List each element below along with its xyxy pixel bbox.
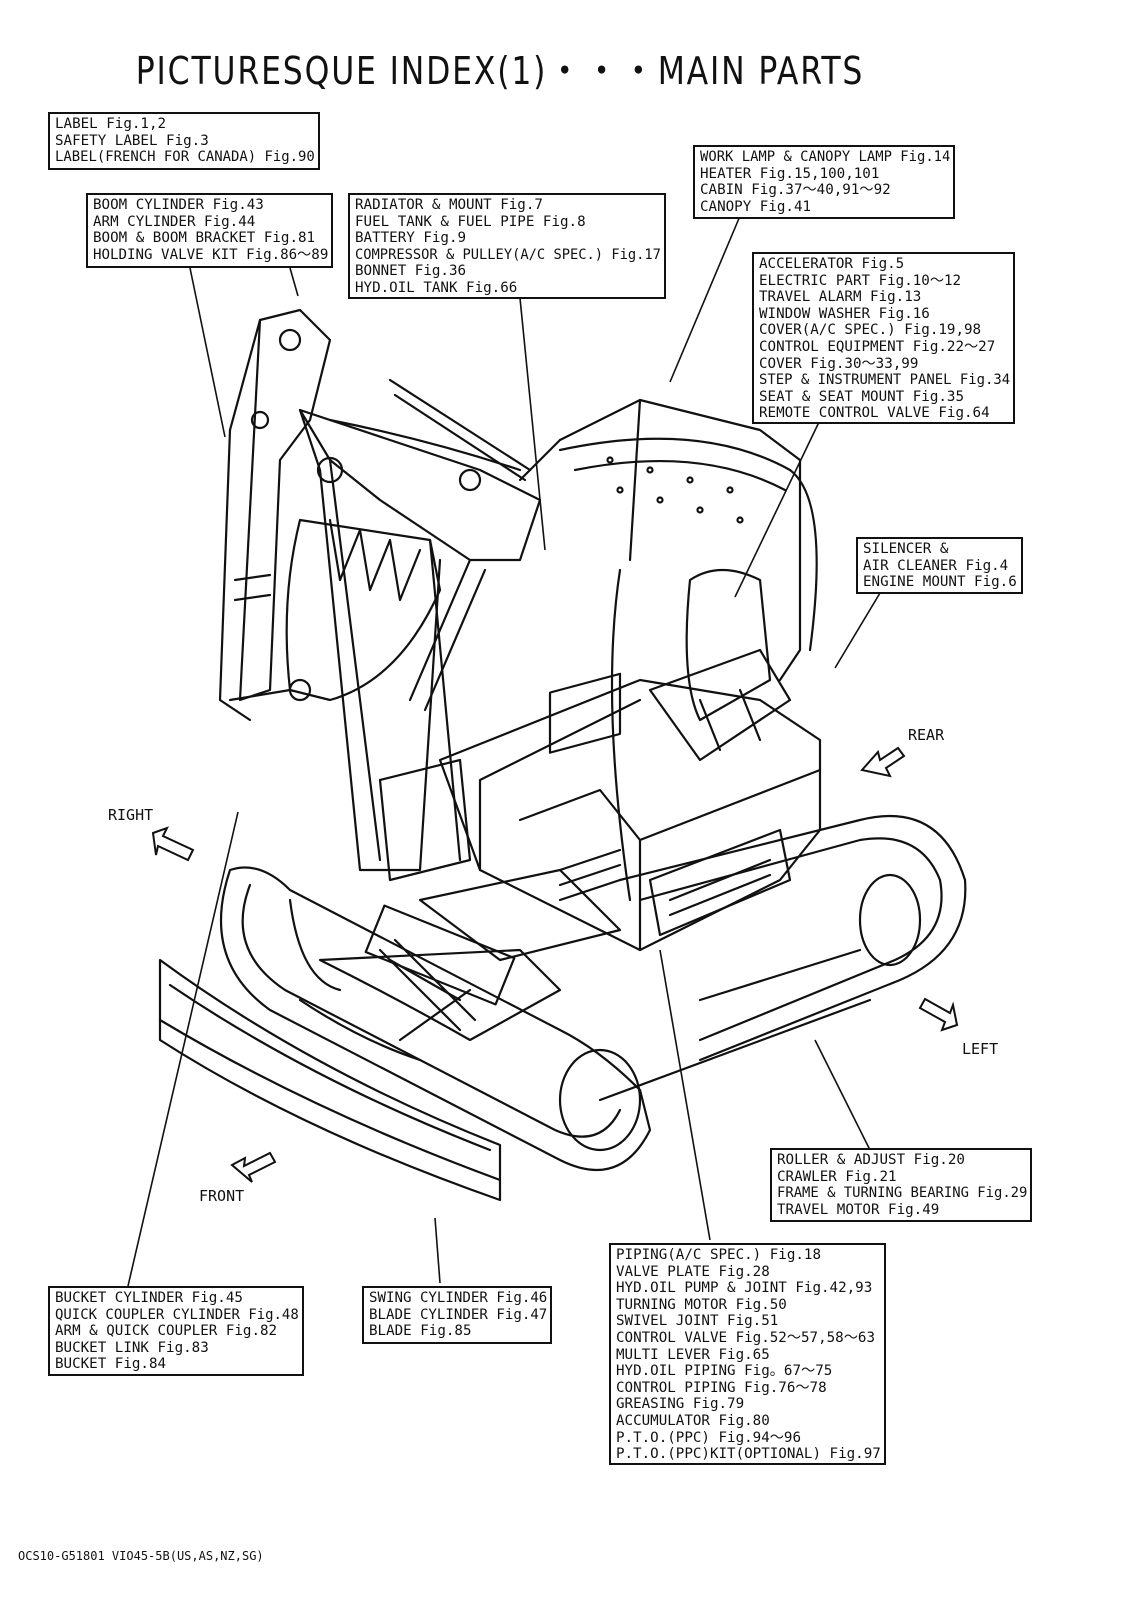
bucket [228,518,442,702]
page-title: PICTURESQUE INDEX(1)・・・MAIN PARTS [135,49,865,93]
direction-label-front: FRONT [199,1187,245,1205]
callout-accelerator: ACCELERATOR Fig.5 ELECTRIC PART Fig.10～1… [752,252,1015,424]
crawler-rear [598,814,967,1102]
callout-roller: ROLLER & ADJUST Fig.20 CRAWLER Fig.21 FR… [770,1148,1032,1222]
left-arrow-icon [918,997,959,1032]
direction-arrows [151,746,959,1183]
rear-arrow-icon [860,746,906,778]
leader-lines [127,215,881,1287]
right-arrow-icon [151,826,195,862]
hydraulic-cylinders [378,378,532,1032]
callout-swing: SWING CYLINDER Fig.46 BLADE CYLINDER Fig… [362,1286,552,1344]
upper-structure [438,672,822,952]
direction-label-left: LEFT [962,1040,999,1058]
document-reference: OCS10-G51801 VIO45-5B(US,AS,NZ,SG) [18,1549,264,1563]
crawler-front [219,866,652,1172]
operator-seat [648,569,792,762]
undercarriage-frame [298,868,622,1062]
callout-radiator: RADIATOR & MOUNT Fig.7 FUEL TANK & FUEL … [348,193,666,299]
callout-piping: PIPING(A/C SPEC.) Fig.18 VALVE PLATE Fig… [609,1243,886,1465]
callout-silencer: SILENCER & AIR CLEANER Fig.4 ENGINE MOUN… [856,537,1023,594]
canopy [518,398,818,902]
callout-bucket: BUCKET CYLINDER Fig.45 QUICK COUPLER CYL… [48,1286,304,1376]
callout-boom: BOOM CYLINDER Fig.43 ARM CYLINDER Fig.44… [86,193,333,268]
dozer-blade [158,958,502,1202]
direction-label-rear: REAR [908,726,945,744]
front-arrow-icon [230,1151,277,1183]
callout-lamp-cabin: WORK LAMP & CANOPY LAMP Fig.14 HEATER Fi… [693,145,955,219]
arm [218,308,332,722]
boom [298,408,542,882]
direction-label-right: RIGHT [108,806,154,824]
callout-labels: LABEL Fig.1,2 SAFETY LABEL Fig.3 LABEL(F… [48,112,320,170]
